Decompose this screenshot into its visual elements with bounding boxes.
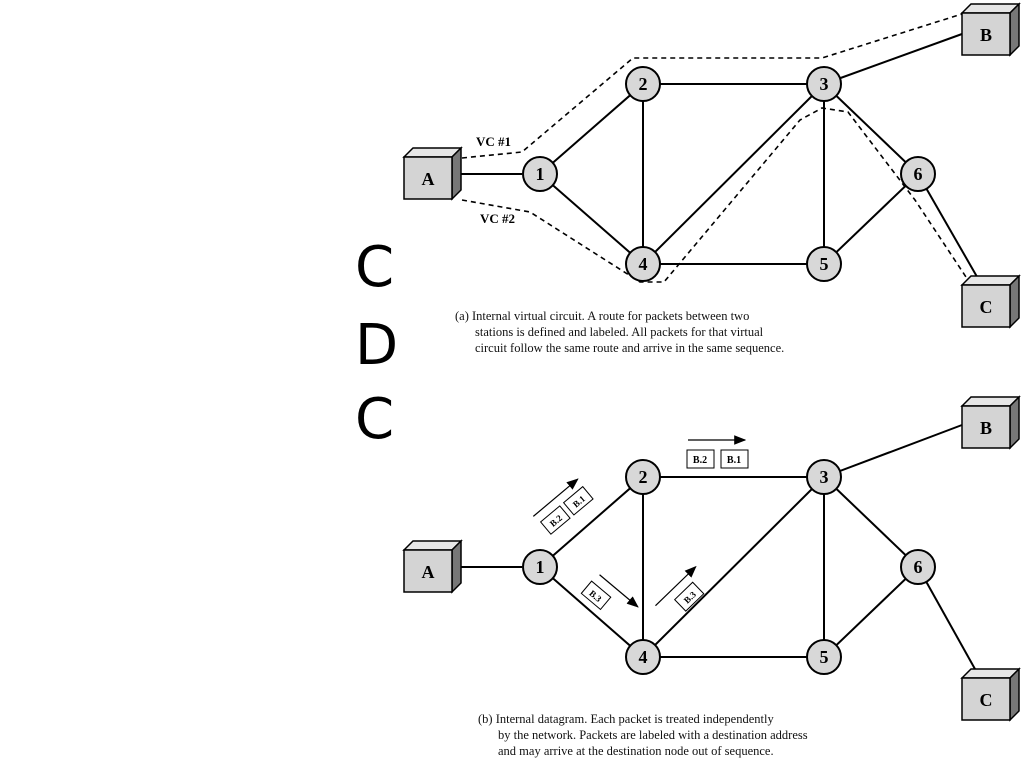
side-letter-2: D: [355, 313, 399, 378]
node-3-b: 3: [820, 467, 829, 487]
svg-text:B.2: B.2: [693, 455, 707, 466]
node-1-b: 1: [536, 557, 545, 577]
caption-a-line-3: circuit follow the same route and arrive…: [475, 341, 785, 355]
vc2-route: [461, 107, 969, 283]
caption-b-line-3: and may arrive at the destination node o…: [498, 744, 774, 758]
node-5-a: 5: [820, 254, 829, 274]
packets-link-2-3: B.2 B.1: [686, 435, 749, 469]
station-b: B: [960, 395, 1021, 450]
node-3-a: 3: [820, 74, 829, 94]
caption-a-line-1: (a) Internal virtual circuit. A route fo…: [455, 309, 750, 323]
svg-text:C: C: [980, 690, 993, 710]
node-4-b: 4: [639, 647, 648, 667]
station-a: A: [402, 539, 463, 594]
caption-a: (a) Internal virtual circuit. A route fo…: [455, 308, 784, 356]
node-6-a: 6: [914, 164, 923, 184]
part-b-datagram: A B C 1 2 3 4 5 6: [402, 395, 1021, 722]
svg-text:C: C: [980, 297, 993, 317]
packets-link-1-2: B.2 B.1: [532, 478, 594, 535]
station-c: C: [960, 274, 1021, 329]
station-a: A: [402, 146, 463, 201]
node-5-b: 5: [820, 647, 829, 667]
node-2-a: 2: [639, 74, 648, 94]
vc1-label: VC #1: [476, 134, 511, 149]
caption-b-line-2: by the network. Packets are labeled with…: [498, 728, 808, 742]
caption-a-line-2: stations is defined and labeled. All pac…: [475, 325, 764, 339]
node-2-b: 2: [639, 467, 648, 487]
node-1-a: 1: [536, 164, 545, 184]
caption-b: (b) Internal datagram. Each packet is tr…: [478, 711, 808, 759]
node-4-a: 4: [639, 254, 648, 274]
svg-text:A: A: [422, 562, 435, 582]
svg-text:B: B: [980, 25, 992, 45]
packet-link-4-3: B.3: [655, 565, 705, 612]
part-a-virtual-circuit: A B C 1 2 3 4 5 6: [402, 2, 1021, 329]
svg-text:B: B: [980, 418, 992, 438]
caption-b-line-1: (b) Internal datagram. Each packet is tr…: [478, 712, 774, 726]
svg-text:A: A: [422, 169, 435, 189]
station-b: B: [960, 2, 1021, 57]
node-6-b: 6: [914, 557, 923, 577]
side-letter-3: C: [355, 387, 395, 452]
packet-link-1-4: B.3: [580, 574, 639, 611]
side-letter-1: C: [355, 235, 395, 300]
vc2-label: VC #2: [480, 211, 515, 226]
svg-text:B.1: B.1: [727, 455, 741, 466]
station-c: C: [960, 667, 1021, 722]
vc1-route: [461, 13, 963, 159]
